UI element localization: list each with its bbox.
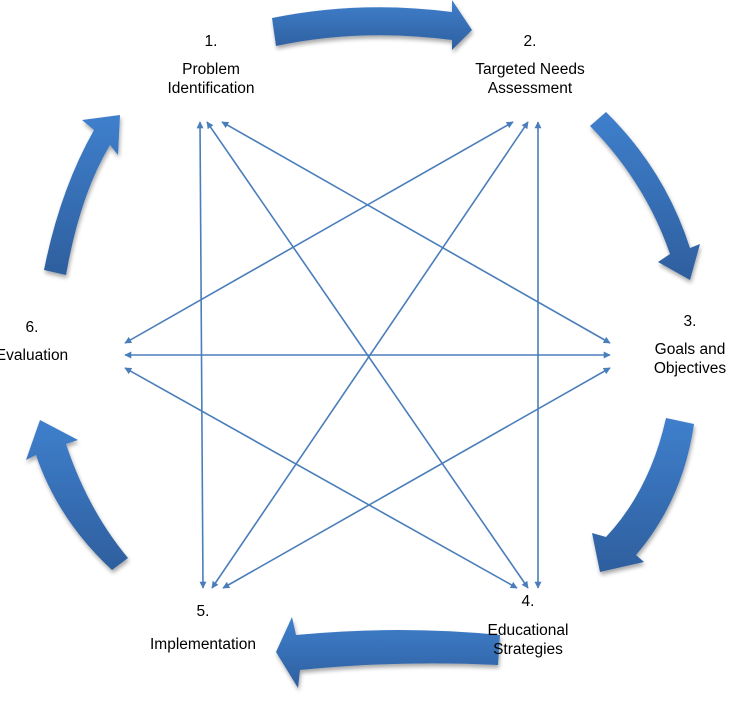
node-2-number: 2.: [523, 33, 537, 50]
node-3-number: 3.: [683, 313, 697, 330]
node-2-name-line2: Assessment: [487, 80, 573, 97]
node-1-name-line2: Identification: [167, 80, 255, 97]
cycle-arrow-2-3: [590, 112, 700, 280]
node-4-name: Educational: [487, 622, 569, 639]
cycle-arrow-4-5: [276, 617, 500, 688]
node-6-label: 6. Evaluation: [0, 318, 82, 365]
node-3-label: 3. Goals and Objectives: [640, 312, 732, 378]
cycle-arrow-6-1: [44, 115, 120, 275]
node-4-label: 4. Educational Strategies: [468, 592, 588, 659]
node-5-number: 5.: [196, 603, 210, 620]
cycle-arrow-1-2: [272, 0, 472, 50]
cycle-arrow-5-6: [26, 420, 128, 570]
node-6-name: Evaluation: [0, 347, 69, 364]
connector-2-6: [124, 121, 514, 344]
node-3-name: Goals and: [654, 341, 726, 358]
node-5-label: 5. Implementation: [133, 602, 273, 654]
node-4-number: 4.: [521, 593, 535, 610]
node-1-number: 1.: [204, 33, 218, 50]
node-1-name: Problem: [182, 61, 240, 78]
connector-6-4: [124, 367, 518, 589]
node-6-number: 6.: [25, 319, 39, 336]
connector-3-5: [222, 367, 611, 589]
node-2-label: 2. Targeted Needs Assessment: [455, 32, 605, 98]
node-3-name-line2: Objectives: [653, 360, 727, 377]
node-1-label: 1. Problem Identification: [146, 32, 276, 98]
connector-1-3: [221, 121, 611, 344]
cycle-arrows: [26, 0, 700, 688]
cycle-arrow-3-4: [592, 418, 694, 572]
node-2-name: Targeted Needs: [475, 61, 585, 78]
connectors: [124, 121, 611, 589]
node-4-name-line2: Strategies: [493, 641, 563, 658]
node-5-name: Implementation: [150, 636, 256, 653]
